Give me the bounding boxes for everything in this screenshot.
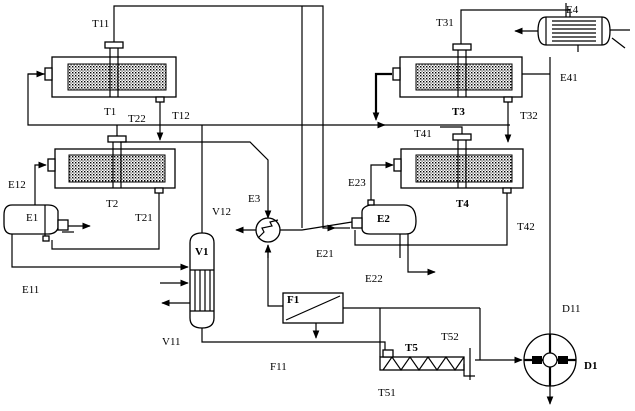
condenser-e4 <box>537 16 611 46</box>
label-t31: T31 <box>436 17 454 29</box>
heat-exchanger-e3 <box>255 217 281 243</box>
label-t12: T12 <box>172 110 190 122</box>
label-d11: D11 <box>562 303 581 315</box>
label-v1: V1 <box>195 246 208 258</box>
label-e1: E1 <box>26 212 38 224</box>
label-t51: T51 <box>378 387 396 399</box>
label-t42: T42 <box>517 221 535 233</box>
label-e4: E4 <box>566 4 579 16</box>
tank-t2 <box>47 135 176 194</box>
labels: T11 T1 T12 T22 T2 T21 E12 E1 E11 E3 V12 … <box>8 4 597 399</box>
label-d1: D1 <box>584 360 597 372</box>
label-t41: T41 <box>414 128 432 140</box>
label-e23: E23 <box>348 177 366 189</box>
label-t4: T4 <box>456 198 469 210</box>
label-e2: E2 <box>377 213 390 225</box>
label-e11: E11 <box>22 284 39 296</box>
label-t2: T2 <box>106 198 118 210</box>
label-t3: T3 <box>452 106 465 118</box>
label-t32: T32 <box>520 110 538 122</box>
label-e12: E12 <box>8 179 26 191</box>
label-t22: T22 <box>128 113 146 125</box>
label-v11: V11 <box>162 336 181 348</box>
piping <box>11 3 630 405</box>
label-e22: E22 <box>365 273 383 285</box>
label-f1: F1 <box>287 294 299 306</box>
tank-t1 <box>44 41 177 103</box>
label-t11: T11 <box>92 18 109 30</box>
label-t5: T5 <box>405 342 418 354</box>
screw-conveyor-t5 <box>379 349 465 372</box>
vessel-v1 <box>189 232 215 329</box>
label-t21: T21 <box>135 212 153 224</box>
tank-t3 <box>392 43 523 103</box>
label-e41: E41 <box>560 72 578 84</box>
label-v12: V12 <box>212 206 231 218</box>
label-f11: F11 <box>270 361 287 373</box>
label-e21: E21 <box>316 248 334 260</box>
label-t52: T52 <box>441 331 459 343</box>
evaporator-e1 <box>3 204 69 242</box>
label-e3: E3 <box>248 193 261 205</box>
label-t1: T1 <box>104 106 116 118</box>
tank-t4 <box>393 133 524 194</box>
dryer-d1 <box>523 333 577 387</box>
